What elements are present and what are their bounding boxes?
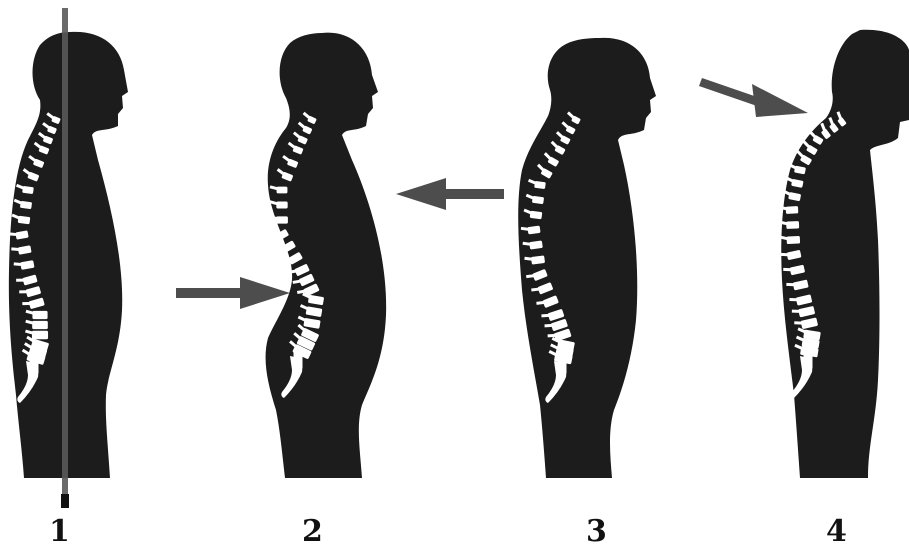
vertebra [32, 311, 47, 319]
figure-label-1: 1 [49, 517, 70, 547]
spinous-process [282, 258, 291, 263]
spinous-process [16, 279, 24, 282]
arrow-kyphosis-pointer [699, 78, 808, 117]
spinous-process [783, 268, 791, 271]
vertebra [786, 221, 799, 229]
spinous-process [792, 310, 800, 313]
spinous-process [269, 235, 278, 240]
spinous-process [19, 290, 27, 293]
figure-label-3: 3 [586, 517, 607, 547]
vertebra [32, 331, 48, 339]
spinous-process [786, 283, 794, 286]
figure-2-lordosis [266, 33, 387, 478]
spinous-process [548, 334, 556, 337]
arrow-flat-back-pointer [396, 178, 504, 210]
spinous-process [22, 302, 30, 305]
figure-4-kyphosis [779, 30, 909, 478]
figure-1-normal-posture [9, 8, 128, 508]
spinous-process [780, 253, 788, 256]
silhouette-2 [266, 33, 387, 478]
vertebra [276, 216, 288, 223]
figure-label-4: 4 [826, 517, 847, 547]
spinous-process [544, 324, 552, 327]
spinous-process [275, 247, 284, 252]
plumb-weight [61, 494, 69, 508]
vertebra [786, 206, 799, 214]
spinous-process [541, 314, 549, 317]
vertebra [277, 187, 288, 194]
vertebra [276, 202, 287, 209]
arrow-lordosis-pointer [176, 277, 290, 309]
silhouette-1 [9, 32, 128, 478]
vertebra [32, 321, 48, 329]
spinous-process [789, 298, 797, 301]
figure-label-2: 2 [302, 517, 323, 547]
vertebra [787, 236, 801, 244]
plumb-line [62, 8, 68, 500]
figure-3-flat-back [518, 38, 656, 478]
spinous-process [794, 321, 802, 324]
